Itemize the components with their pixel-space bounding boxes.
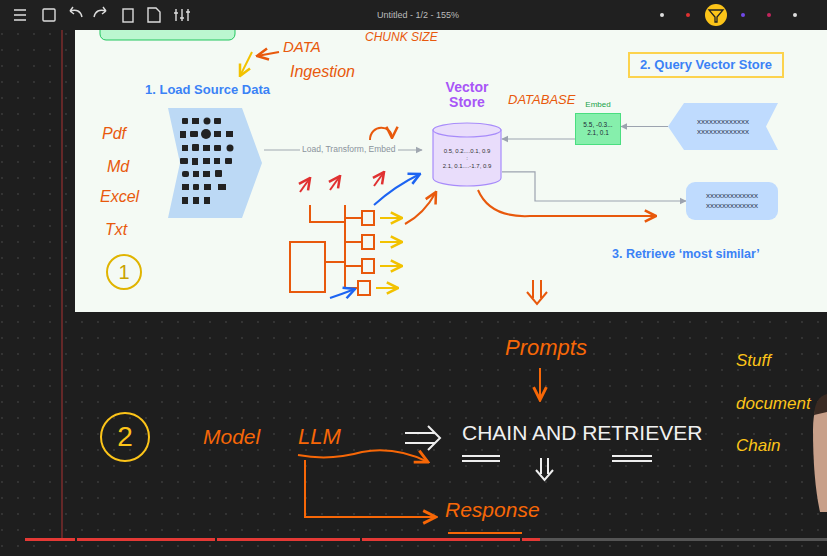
node-text: : — [466, 155, 468, 162]
node-text: 2.1, 0.1....-1.7, 0.9 — [443, 163, 492, 170]
arrow-label: Load, Transform, Embed — [300, 145, 398, 155]
result-box: xxxxxxxxxxxxx xxxxxxxxxxxxx — [686, 182, 778, 220]
sketch-note: Ingestion — [290, 63, 355, 81]
sketch-note: Prompts — [505, 335, 587, 360]
node-body: 1 — [118, 260, 129, 284]
window-title: Untitled - 1/2 - 155% — [377, 10, 459, 20]
node-text: xxxxxxxxxxxxx xxxxxxxxxxxxx — [706, 191, 758, 210]
node-body: xxxxxxxxxxxxx xxxxxxxxxxxxx — [706, 191, 758, 210]
sketch-note: DATABASE — [508, 93, 575, 108]
step-heading: 3. Retrieve ‘most similar’ — [612, 247, 760, 261]
file-type: Pdf — [102, 125, 126, 143]
file-type: Txt — [105, 221, 127, 239]
node-body: 5.5, -0.3... 2.1, 0.1 — [580, 121, 616, 137]
cylinder-top — [433, 123, 501, 137]
node-body: 2 — [117, 420, 133, 454]
file-type: Md — [107, 158, 129, 176]
connector-arrow — [621, 126, 668, 127]
query-chevron: xxxxxxxxxxxxx xxxxxxxxxxxxx — [668, 103, 778, 150]
node-heading: Embed — [585, 101, 610, 109]
chevron-shape — [668, 103, 778, 150]
connector-arrow — [502, 138, 575, 139]
sketch-note: CHUNK SIZE — [365, 31, 438, 45]
callout-circle: 2 — [100, 412, 150, 462]
node-text: 1 — [118, 260, 129, 284]
embed-box: 5.5, -0.3... 2.1, 0.1Embed — [575, 113, 621, 145]
node-text: 0.5, 0.2....0.1, 0.9 — [444, 148, 491, 155]
title-box: 2. Query Vector Store — [628, 52, 784, 78]
callout-circle: 1 — [106, 254, 142, 290]
node-text: 2. Query Vector Store — [640, 57, 772, 73]
sketch-note: Model — [203, 425, 260, 449]
node-body: 2. Query Vector Store — [640, 57, 772, 73]
node-body: 0.5, 0.2....0.1, 0.9:2.1, 0.1....-1.7, 0… — [443, 138, 492, 170]
connector-arrow — [502, 172, 686, 201]
vector-store-cylinder: 0.5, 0.2....0.1, 0.9:2.1, 0.1....-1.7, 0… — [432, 122, 502, 186]
step-heading: 1. Load Source Data — [145, 83, 270, 98]
node-text: xxxxxxxxxxxxx xxxxxxxxxxxxx — [697, 117, 749, 136]
sketch-note: Stuff document Chain — [736, 340, 810, 468]
node-heading: Vector Store — [446, 80, 489, 109]
sketch-note: LLM — [298, 424, 341, 449]
node-text: 5.5, -0.3... 2.1, 0.1 — [580, 121, 616, 137]
node-body: xxxxxxxxxxxxx xxxxxxxxxxxxx — [697, 117, 749, 136]
sketch-note: CHAIN AND RETRIEVER — [462, 421, 702, 445]
sketch-note: Response — [445, 498, 540, 522]
file-type: Excel — [100, 188, 139, 206]
sketch-note: DATA — [283, 38, 321, 55]
cylinder-body — [433, 130, 501, 186]
node-text: 2 — [117, 420, 133, 454]
